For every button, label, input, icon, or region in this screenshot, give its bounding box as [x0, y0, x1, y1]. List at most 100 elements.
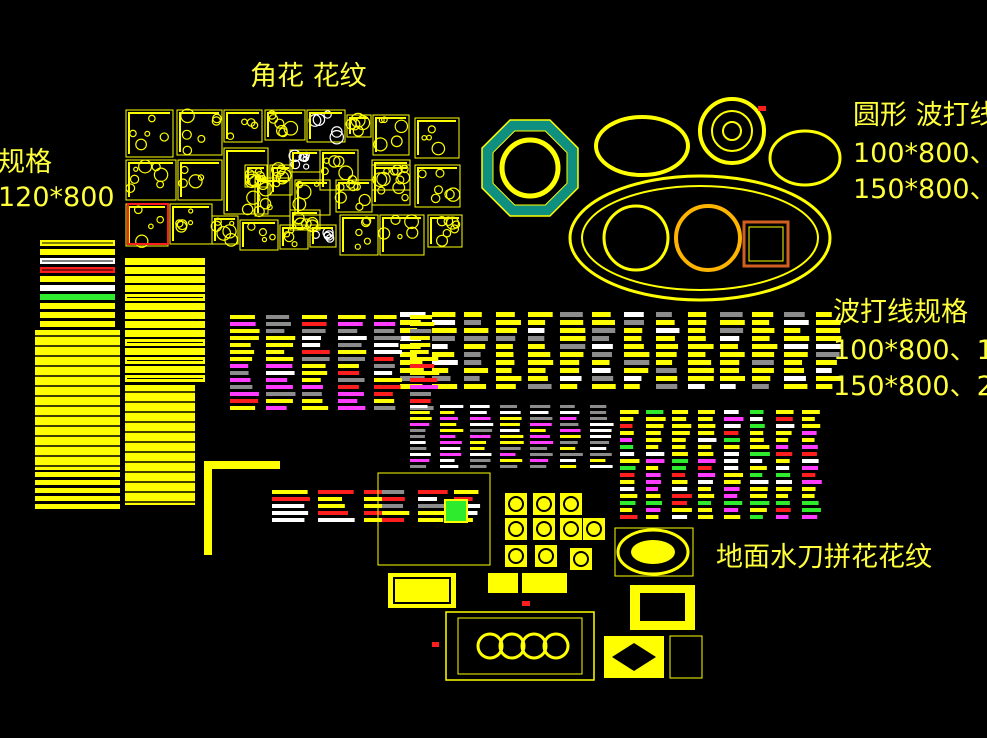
corner-ornament — [153, 167, 169, 183]
corner-ornament — [291, 241, 298, 248]
corner-ornament — [334, 191, 347, 204]
corner-ornament — [246, 190, 261, 205]
wave-line-sample — [496, 328, 517, 333]
border-sample — [374, 343, 399, 347]
border-sample — [230, 385, 253, 389]
corner-border-line — [180, 162, 219, 197]
color-sample — [672, 459, 689, 463]
color-sample — [646, 445, 659, 449]
wave-line-sample — [752, 384, 769, 389]
purple-sample — [470, 417, 491, 420]
wave-line-sample — [624, 336, 642, 341]
color-sample — [750, 424, 765, 428]
corner-ornament — [266, 204, 273, 211]
color-sample — [672, 487, 688, 491]
corner-ornament — [176, 219, 188, 231]
wave-line-sample — [752, 344, 778, 349]
wave-line-sample — [688, 320, 707, 325]
wave-line-sample — [752, 328, 775, 333]
corner-ornament — [226, 132, 235, 141]
purple-sample — [500, 459, 523, 462]
wave-line-sample — [496, 320, 521, 325]
corner-border-line — [257, 180, 287, 213]
corner-ornament — [430, 193, 441, 204]
corner-ornament — [303, 163, 310, 170]
corner-ornament — [156, 215, 165, 224]
corner-ornament — [241, 203, 254, 216]
wave-line-sample — [464, 360, 482, 365]
border-sample — [302, 315, 327, 319]
wave-line-sample — [400, 312, 426, 317]
border-sample — [230, 399, 259, 403]
corner-ornament — [333, 155, 345, 168]
medallion-ring — [563, 521, 579, 537]
medallion-ring — [508, 496, 524, 512]
wave-line-sample — [528, 336, 545, 341]
corner-ornament — [295, 180, 304, 189]
border-sample — [410, 329, 432, 333]
mid-strip — [125, 285, 205, 292]
color-sample — [776, 501, 790, 505]
color-sample — [776, 417, 793, 421]
purple-sample — [560, 459, 576, 462]
corner-border-line — [247, 167, 264, 184]
corner-border-line — [349, 117, 368, 134]
purple-sample — [470, 465, 487, 468]
wave-line-sample — [752, 320, 770, 325]
corner-border-line — [375, 117, 406, 152]
corner-ornament — [222, 224, 237, 239]
border-sample — [266, 343, 294, 347]
color-sample — [724, 473, 744, 477]
wave-line-sample — [464, 368, 489, 373]
border-sample — [266, 378, 288, 382]
main-floor-pattern — [445, 611, 595, 681]
corner-ornament — [244, 169, 255, 180]
corner-ornament — [253, 205, 265, 218]
corner-ornament — [290, 159, 301, 170]
corner-border-line — [309, 112, 342, 139]
color-sample — [646, 501, 663, 505]
border-sample — [230, 371, 249, 375]
wave-line-sample — [656, 328, 680, 333]
border-sample — [230, 378, 251, 382]
color-sample — [698, 431, 715, 435]
wave-line-sample — [656, 352, 677, 357]
medallion-ring — [536, 521, 552, 537]
color-sample — [620, 515, 638, 519]
color-sample — [724, 494, 738, 498]
color-sample — [620, 501, 636, 505]
wave-line-sample — [720, 312, 743, 317]
purple-sample — [410, 417, 432, 420]
corner-ornament — [283, 231, 291, 238]
border-sample — [338, 378, 365, 382]
purple-sample — [440, 459, 455, 462]
corner-ornament — [188, 208, 194, 214]
border-sample — [338, 406, 366, 410]
corner-ornament — [436, 215, 448, 227]
wave-line-sample — [592, 376, 614, 381]
corner-ornament — [129, 129, 137, 138]
purple-sample — [440, 423, 457, 426]
color-sample — [672, 494, 692, 498]
corner-ornament — [323, 110, 332, 119]
color-sample — [620, 494, 638, 498]
wave-line-sample — [592, 384, 616, 389]
color-sample — [620, 417, 634, 421]
wave-line-sample — [464, 344, 486, 349]
corner-ornament — [133, 166, 139, 172]
wave-line-sample — [592, 336, 609, 341]
purple-sample — [590, 435, 612, 438]
corner-ornament — [376, 171, 391, 187]
floor-tile-small-2 — [522, 573, 567, 593]
wave-line-size-2: 150*800、2 — [833, 371, 987, 402]
corner-ornament — [435, 168, 445, 178]
wave-line-sample — [784, 368, 805, 373]
corner-border-line — [322, 152, 355, 187]
corner-ornament — [373, 137, 388, 152]
wave-line-sample — [656, 368, 677, 373]
purple-sample — [410, 447, 427, 450]
wave-line-sample — [624, 376, 642, 381]
border-sample — [302, 329, 326, 333]
purple-sample — [530, 429, 546, 432]
